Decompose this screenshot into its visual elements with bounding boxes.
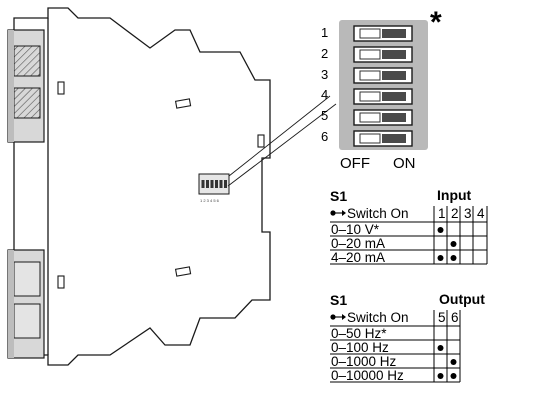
dip-switch-knob-2 [359, 49, 381, 60]
switch-on-dot [450, 359, 457, 365]
dip-number-1: 1 [321, 25, 328, 40]
input-row-label: 0–20 mA [331, 236, 385, 251]
output-row-label: 0–1000 Hz [331, 354, 397, 369]
dip-switch-knob-5 [359, 112, 381, 123]
output-table: S1 Output Switch On 5 6 0–50 Hz* 0–100 H… [330, 291, 485, 383]
terminal-screw-1 [13, 45, 41, 77]
switch-on-dot [450, 241, 457, 247]
dip-number-3: 3 [321, 67, 328, 82]
output-row-label: 0–100 Hz [331, 340, 389, 355]
input-row-label: 4–20 mA [331, 250, 385, 265]
switch-on-dot [450, 255, 457, 261]
input-col-1: 1 [438, 206, 446, 221]
dip-switch-track-2 [382, 50, 406, 59]
dip-switch-knob-4 [359, 91, 381, 102]
input-col-4: 4 [477, 206, 485, 221]
switch-on-arrow-icon [342, 314, 346, 320]
switch-on-bullet [330, 314, 336, 320]
dip-number-2: 2 [321, 46, 328, 61]
dip-switch-numbers: 1 2 3 4 5 6 [321, 25, 328, 144]
output-row-label: 0–10000 Hz [331, 368, 404, 383]
dip-switch-track-4 [382, 92, 406, 101]
output-grid [330, 310, 461, 383]
off-label: OFF [340, 155, 370, 172]
default-marker: * [430, 6, 442, 39]
dip-number-4: 4 [321, 87, 328, 102]
input-title: Input [437, 187, 472, 203]
on-label: ON [393, 155, 416, 172]
device-dip-numbers: 1 2 3 4 5 6 [200, 198, 220, 203]
input-section-label: S1 [330, 188, 347, 204]
input-switch-on-label: Switch On [347, 206, 409, 221]
input-grid [330, 206, 488, 265]
dip-switch-knob-3 [359, 70, 381, 81]
input-col-3: 3 [464, 206, 472, 221]
terminal-screw-2 [13, 87, 41, 119]
housing-slots [57, 81, 265, 289]
dip-switch-track-5 [382, 113, 406, 122]
callout-lines [227, 95, 337, 187]
switch-on-dot [437, 227, 444, 233]
dip-switch-detail [339, 20, 428, 150]
terminal-screw-3 [13, 261, 41, 297]
switch-on-dot [450, 373, 457, 379]
output-col-5: 5 [438, 310, 446, 325]
input-col-2: 2 [451, 206, 459, 221]
dip-switch-track-6 [382, 134, 406, 143]
device-dip-switch: 1 2 3 4 5 6 [198, 173, 230, 203]
output-title: Output [439, 291, 485, 307]
output-switch-on-label: Switch On [347, 310, 409, 325]
terminal-screw-4 [13, 303, 41, 339]
dip-switch-knob-1 [359, 28, 381, 39]
switch-on-dot [437, 345, 444, 351]
dip-switch-track-3 [382, 71, 406, 80]
switch-on-arrow-icon [342, 210, 346, 216]
dip-number-6: 6 [321, 129, 328, 144]
device-housing [13, 7, 271, 366]
dip-switch-knob-6 [359, 133, 381, 144]
input-row-label: 0–10 V* [331, 222, 380, 237]
switch-on-dot [437, 255, 444, 261]
bottom-terminal-block [7, 249, 45, 359]
input-table: S1 Input Switch On 1 2 3 4 0–10 V* 0–20 … [330, 187, 488, 265]
switch-on-dot [437, 373, 444, 379]
dip-switch-track-1 [382, 29, 406, 38]
output-row-label: 0–50 Hz* [331, 326, 387, 341]
output-section-label: S1 [330, 292, 347, 308]
switch-on-bullet [330, 210, 336, 216]
output-col-6: 6 [451, 310, 459, 325]
top-terminal-block [7, 29, 45, 143]
dip-number-5: 5 [321, 108, 328, 123]
